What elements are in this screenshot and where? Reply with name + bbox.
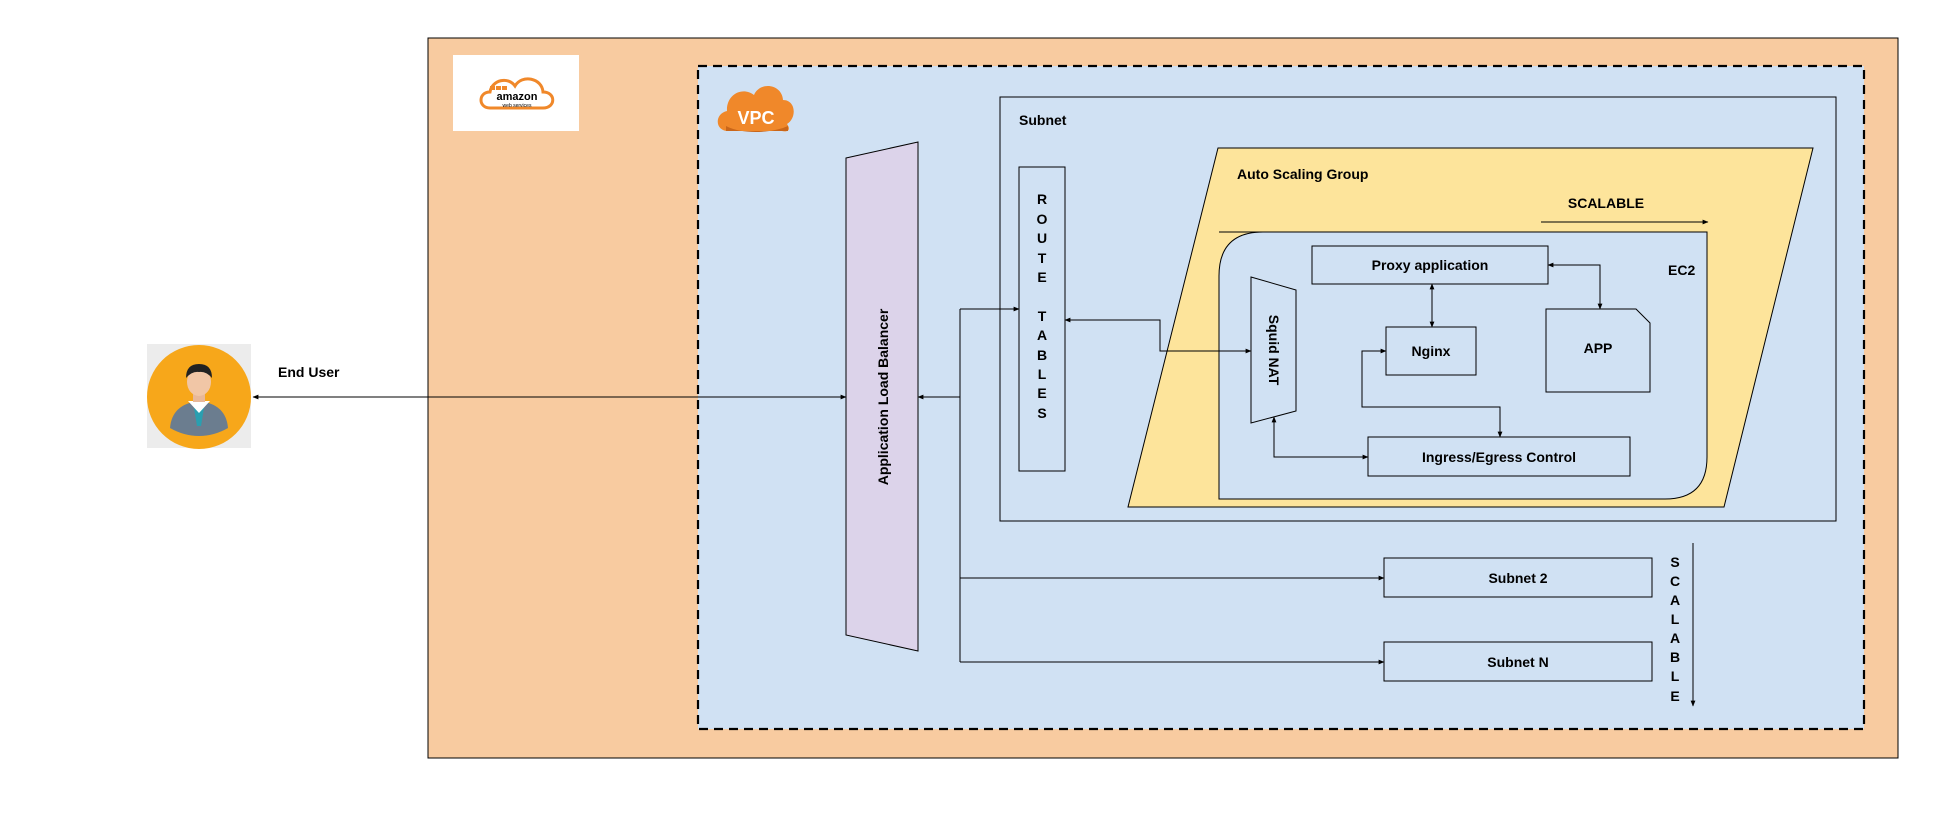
vpc-badge-text: VPC [737, 108, 774, 128]
aws-logo: amazon web services [453, 55, 579, 131]
vertical-scalable-letter: S [1670, 554, 1679, 570]
nginx-label: Nginx [1412, 343, 1451, 359]
app-box [1545, 308, 1651, 393]
route-tables-letter: A [1037, 327, 1047, 343]
route-tables-letters: R O U T E T A B L E S [1037, 191, 1048, 421]
connectors [252, 262, 1603, 665]
amazon-web-services-logo-icon [479, 77, 555, 110]
ingress-egress-control-box [1367, 436, 1631, 477]
route-tables-letter: O [1037, 211, 1048, 227]
route-tables-letter: S [1037, 405, 1046, 421]
vpc-cloud-icon [717, 86, 794, 132]
route-tables [1018, 166, 1066, 472]
subnet-2-box [1383, 557, 1653, 598]
route-tables-letter: L [1038, 366, 1047, 382]
end-user [147, 344, 251, 449]
application-load-balancer [845, 141, 919, 652]
subnet-2-label: Subnet 2 [1488, 570, 1547, 586]
nginx-ingress-connector [1361, 348, 1503, 438]
vertical-scalable-letter: A [1670, 630, 1680, 646]
vertical-scalable-letter: L [1671, 611, 1680, 627]
route-tables-letter: E [1037, 385, 1046, 401]
vpc-badge: VPC [717, 86, 794, 132]
ec2-label: EC2 [1668, 262, 1695, 278]
vertical-scalable-label: S C A L A B L E [1670, 554, 1680, 704]
route-tables-letter: E [1037, 269, 1046, 285]
route-tables-letter: B [1037, 347, 1047, 363]
squid-nat [1250, 276, 1297, 424]
subnet-label: Subnet [1019, 112, 1067, 128]
route-tables-letter: T [1038, 250, 1047, 266]
vertical-scalable-letter: E [1670, 688, 1679, 704]
route-tables-letter: R [1037, 191, 1047, 207]
proxy-application-box [1311, 245, 1549, 285]
proxy-application-label: Proxy application [1372, 257, 1489, 273]
end-user-label: End User [278, 364, 340, 380]
aws-logo-word: amazon [497, 91, 538, 103]
vertical-scalable-letter: B [1670, 649, 1680, 665]
app-label: APP [1584, 340, 1613, 356]
vertical-scalable-letter: L [1671, 668, 1680, 684]
squid-nat-label: Squid NAT [1266, 315, 1282, 386]
alb-label: Application Load Balancer [875, 308, 891, 485]
proxy-app-connector [1547, 262, 1603, 310]
route-tables-squid-connector [1064, 317, 1252, 354]
squid-ingress-connector [1271, 416, 1369, 460]
vertical-scalable-letter: A [1670, 592, 1680, 608]
vertical-scalable-letter: C [1670, 573, 1680, 589]
ingress-egress-control-label: Ingress/Egress Control [1422, 449, 1576, 465]
subnet-n-box [1383, 641, 1653, 682]
subnet-n-label: Subnet N [1487, 654, 1548, 670]
route-tables-letter: T [1038, 308, 1047, 324]
route-tables-letter: U [1037, 230, 1047, 246]
asg-label: Auto Scaling Group [1237, 166, 1368, 182]
aws-logo-sub: web services [503, 103, 532, 109]
asg-scalable-label: SCALABLE [1568, 195, 1644, 211]
